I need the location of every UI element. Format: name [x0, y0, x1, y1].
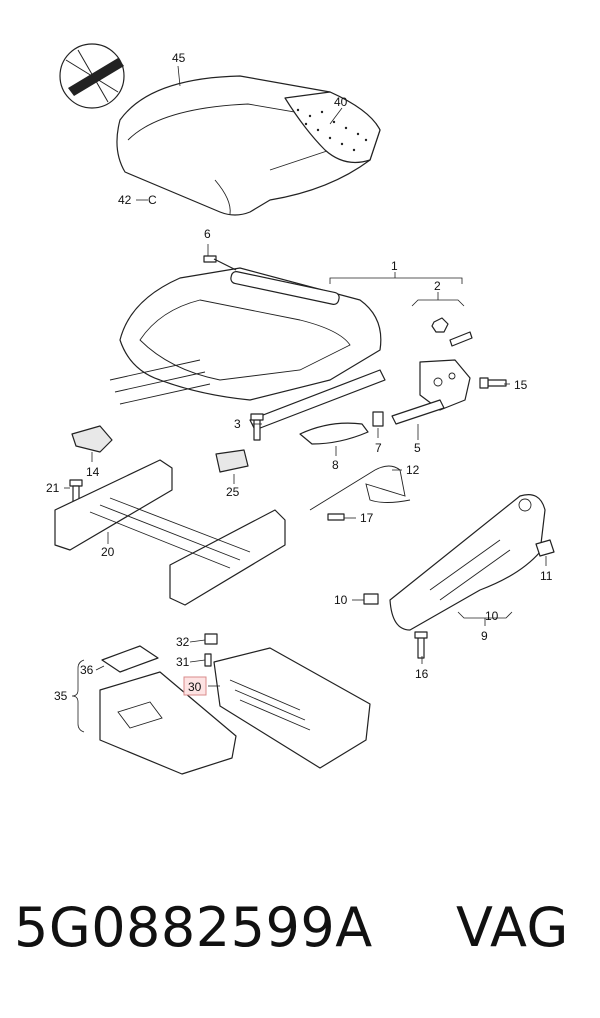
callout-15: 15	[514, 378, 528, 392]
callout-10a: 10	[334, 593, 348, 607]
callout-14: 14	[86, 465, 100, 479]
clip-part[interactable]	[204, 633, 218, 645]
callout-36: 36	[80, 663, 94, 677]
clip-part[interactable]	[363, 593, 379, 605]
callout-10b: 10	[485, 609, 499, 623]
callout-32: 32	[176, 635, 190, 649]
drawer-housing-part[interactable]	[213, 647, 371, 769]
knob-part[interactable]	[71, 425, 113, 453]
rail-assembly-part[interactable]	[54, 459, 286, 606]
parts-diagram: 45 40 42 C 6 1 2 15 3 7 5 8 14 12 25 21 …	[46, 43, 555, 775]
callout-1: 1	[391, 259, 398, 273]
leader-lines	[64, 65, 547, 733]
bolt-part[interactable]	[69, 479, 83, 505]
callout-3: 3	[234, 417, 241, 431]
trim-cover-part[interactable]	[299, 422, 369, 445]
callout-40: 40	[334, 95, 348, 109]
bolt-part[interactable]	[203, 255, 237, 271]
part-number: 5G0882599A	[14, 896, 373, 959]
callout-20: 20	[101, 545, 115, 559]
callout-12: 12	[406, 463, 420, 477]
callout-2: 2	[434, 279, 441, 293]
screw-part[interactable]	[250, 413, 264, 441]
callout-7: 7	[375, 441, 382, 455]
callout-35: 35	[54, 689, 68, 703]
brand: VAG	[456, 896, 569, 959]
callout-9: 9	[481, 629, 488, 643]
callout-6: 6	[204, 227, 211, 241]
callout-30: 30	[188, 680, 202, 694]
clip-part[interactable]	[535, 539, 555, 557]
seat-frame-part[interactable]	[109, 267, 386, 431]
callout-45: 45	[172, 51, 186, 65]
callout-25: 25	[226, 485, 240, 499]
callout-labels: 45 40 42 C 6 1 2 15 3 7 5 8 14 12 25 21 …	[46, 51, 553, 703]
clip-part[interactable]	[372, 411, 384, 427]
callout-5: 5	[414, 441, 421, 455]
rod-part[interactable]	[391, 399, 445, 425]
highlight-box	[183, 676, 207, 696]
callout-42: 42	[118, 193, 132, 207]
screw-part[interactable]	[204, 653, 212, 667]
screw-part[interactable]	[327, 513, 345, 521]
seat-cushion-part[interactable]	[116, 75, 381, 216]
callout-17: 17	[360, 511, 374, 525]
callout-16: 16	[415, 667, 429, 681]
callout-31: 31	[176, 655, 190, 669]
callout-11: 11	[540, 569, 553, 583]
prohibited-leather-icon	[59, 43, 125, 109]
wire-bracket-part[interactable]	[309, 465, 411, 511]
screw-part[interactable]	[479, 377, 507, 389]
connector-part[interactable]	[215, 449, 249, 473]
drawer-part[interactable]	[99, 671, 237, 775]
screw-part[interactable]	[414, 631, 428, 659]
bracket-part[interactable]	[419, 317, 473, 411]
callout-21: 21	[46, 481, 60, 495]
svg-text:C: C	[148, 193, 157, 207]
callout-8: 8	[332, 458, 339, 472]
pad-part[interactable]	[101, 645, 159, 673]
side-trim-part[interactable]	[389, 494, 546, 631]
